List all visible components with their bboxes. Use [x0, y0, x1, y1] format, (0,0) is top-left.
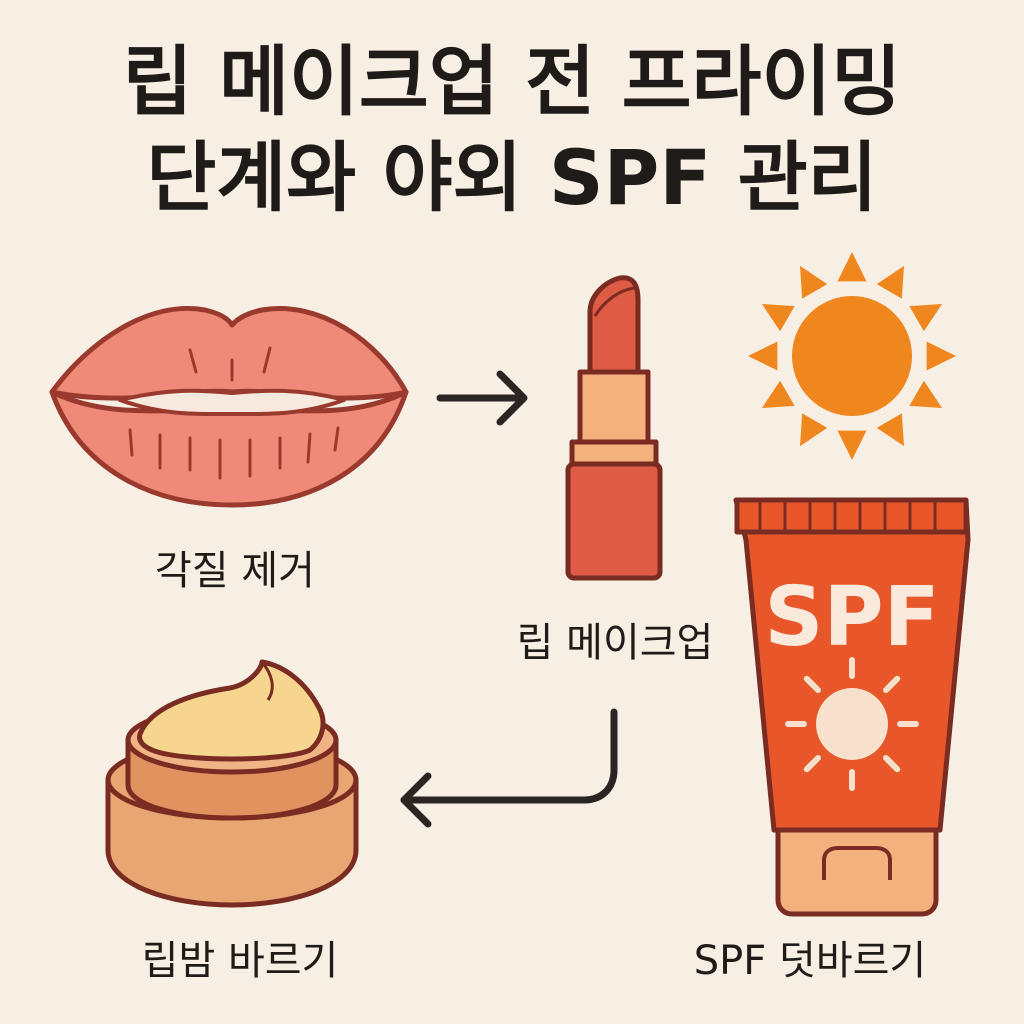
arrow-back-icon	[400, 708, 618, 828]
tube-sun-ray	[882, 675, 901, 694]
sun-ray	[926, 341, 956, 371]
sun-ray	[800, 265, 828, 299]
tube-sun-ray	[803, 754, 822, 773]
step-label-lip-makeup: 립 메이크업	[516, 620, 714, 666]
lips-icon	[49, 306, 409, 508]
lip-balm-jar-icon	[105, 659, 359, 908]
sun-icon	[748, 252, 956, 460]
tube-sun-ray	[882, 754, 901, 773]
title-line-2: 단계와 야외 SPF 관리	[146, 133, 878, 222]
step-label-spf-reapply: SPF 덧바르기	[693, 938, 927, 984]
sun-ray	[800, 413, 828, 447]
step-label-lip-balm: 립밤 바르기	[141, 938, 339, 984]
sunscreen-tube-icon	[733, 497, 971, 917]
step-label-exfoliate: 각질 제거	[155, 548, 315, 594]
title-line-1: 립 메이크업 전 프라이밍	[122, 37, 902, 126]
lipstick-icon	[565, 275, 663, 581]
arrow-right-icon	[436, 370, 528, 426]
sun-ray	[837, 252, 867, 282]
sun-ray	[876, 265, 904, 299]
sun-ray	[837, 430, 867, 460]
tube-sun-ray	[803, 675, 822, 694]
sun-ray	[876, 413, 904, 447]
sun-ray	[761, 380, 795, 408]
page-title: 립 메이크업 전 프라이밍 단계와 야외 SPF 관리	[0, 34, 1024, 226]
sun-ray	[748, 341, 778, 371]
sun-ray	[909, 380, 943, 408]
sun-ray	[761, 304, 795, 332]
sun-ray	[909, 304, 943, 332]
tube-spf-text: SPF	[764, 570, 939, 665]
